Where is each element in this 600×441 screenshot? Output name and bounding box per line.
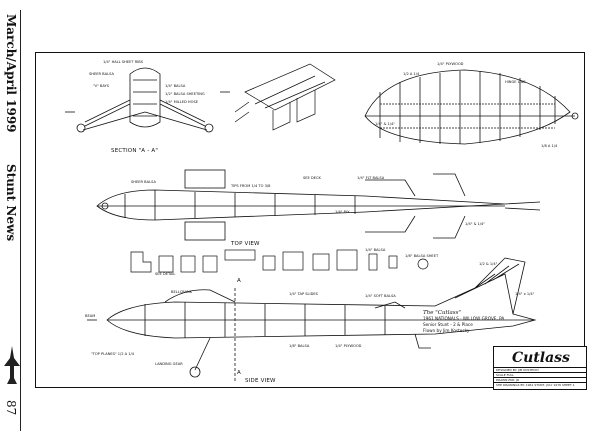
magazine-spine: March/April 1999 Stunt News 87 xyxy=(0,0,26,441)
title-block-row: SCALE FULL xyxy=(494,372,586,377)
title-block: Cutlass DESIGNED BY: JIM KOSTECKY SCALE … xyxy=(493,346,587,390)
callout: 1/4" FLT BALSA xyxy=(357,176,385,180)
callout: 1/2" BALSA SHEETING xyxy=(165,92,205,96)
callout: TIPS FROM 1/4 TO 3/8 xyxy=(231,184,271,188)
callout: "V" BAYS xyxy=(93,84,110,88)
callout: BELLCRANK xyxy=(171,290,193,294)
callout: 1/8" BALSA SHEET xyxy=(405,254,439,258)
parts-row-drawing xyxy=(130,249,429,273)
callout: 1/4" BALSA xyxy=(165,84,186,88)
callout: 1/4" BALSA xyxy=(365,248,386,252)
callout: SHEER BALSA xyxy=(89,72,114,76)
title-block-row: DESIGNED BY: JIM KOSTECKY xyxy=(494,367,586,372)
callout: "TOP PLANES" 1/2 A 1/4 xyxy=(91,352,135,356)
info-line-2: Senior Stunt - 2 & Place xyxy=(423,322,473,327)
top-view-drawing xyxy=(96,169,541,241)
magazine-name: Stunt News xyxy=(4,164,18,242)
callout: 1/4" SOFT BALSA xyxy=(365,294,396,298)
title-block-row: DRAWN PKR, JR xyxy=(494,377,586,382)
callout: 1/4" & 1/4" xyxy=(375,122,395,126)
callout: 1/4" & 1/4" xyxy=(465,222,485,226)
callout: 1/4" HALL SHEET RIBS xyxy=(103,60,143,64)
info-line-1: 1961 NATIONALS - WILLOW GROVE, PA xyxy=(423,316,505,321)
engine-mount-detail xyxy=(234,63,336,131)
cut-mark-bottom: A xyxy=(237,370,241,376)
callout: BEAM xyxy=(85,314,96,318)
plan-drawing xyxy=(35,52,585,388)
section-a-a-drawing xyxy=(65,67,230,133)
callout: 1/4" PLYWOOD xyxy=(437,62,464,66)
callout: 1/8 A 1/4 xyxy=(541,144,558,148)
section-a-a-label: SECTION "A - A" xyxy=(111,148,159,154)
callout: 1/4" MILLED HOSE xyxy=(165,100,199,104)
spine-rule xyxy=(20,10,21,431)
callout: SEE DETAIL xyxy=(155,272,176,276)
callout: 1/4" PLY xyxy=(335,210,350,214)
callout: 1/2 A 1/4 xyxy=(403,72,420,76)
info-line-3: Flown by Jim Kostecky xyxy=(423,328,470,333)
plane-silhouette-icon xyxy=(4,346,20,384)
callout: 1/4" x 1/4" xyxy=(515,292,535,296)
callout: 1/2 & 1/4" xyxy=(479,262,498,266)
callout: 1/4" PLYWOOD xyxy=(335,344,362,348)
page-number: 87 xyxy=(4,400,18,416)
issue-date: March/April 1999 xyxy=(4,14,18,133)
callout: 1/8" BALSA xyxy=(289,344,310,348)
callout: 1/4" TAP SLIDES xyxy=(289,292,318,296)
model-name: The "Cutlass" xyxy=(423,310,461,316)
cut-mark-top: A xyxy=(237,278,241,284)
callout: HINGE LINE xyxy=(505,80,526,84)
callout: SEE DECK xyxy=(303,176,321,180)
top-view-label: TOP VIEW xyxy=(231,241,260,247)
callout: SHEER BALSA xyxy=(131,180,156,184)
callout: LANDING GEAR xyxy=(155,362,183,366)
side-view-drawing xyxy=(87,257,537,382)
wing-plan-drawing xyxy=(364,69,579,145)
title-block-title: Cutlass xyxy=(512,350,570,366)
title-block-row: SHE DRAWINGS BY: 1961 STUNT, JULY 1976 S… xyxy=(494,382,586,387)
side-view-label: SIDE VIEW xyxy=(245,378,276,384)
plan-sheet: SECTION "A - A" TOP VIEW SIDE VIEW A A 1… xyxy=(35,52,587,390)
model-info: The "Cutlass" 1961 NATIONALS - WILLOW GR… xyxy=(423,310,504,334)
